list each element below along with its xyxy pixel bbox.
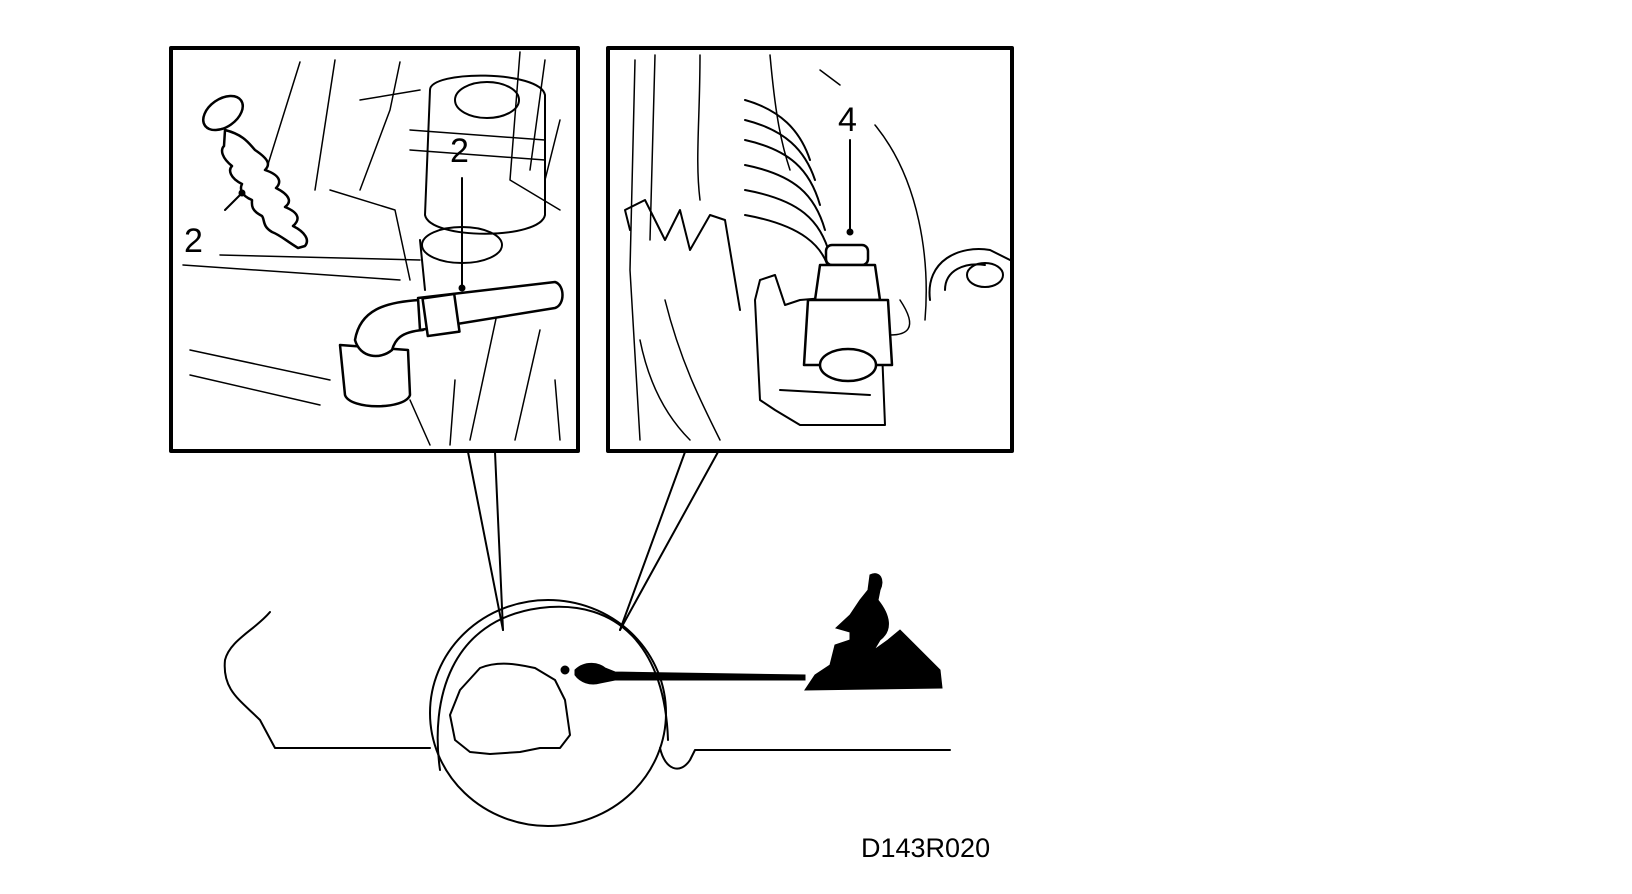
callout-2-plug: 2 <box>184 222 203 260</box>
wire-spring <box>624 199 741 311</box>
right-inset-frame <box>606 46 1014 453</box>
left-detail-inset: 2 2 <box>169 46 580 453</box>
figure-code: D143R020 <box>861 833 990 863</box>
right-inset-background-lines <box>629 54 927 441</box>
round-boss-part <box>928 248 1011 301</box>
left-inset-background-lines <box>182 51 561 446</box>
wheel-arch-inner <box>436 605 669 771</box>
joint-dot <box>560 665 570 675</box>
vehicle-front-outline <box>223 611 431 749</box>
boss-part <box>409 74 546 291</box>
hose-fitting-part <box>338 280 564 408</box>
callout-4: 4 <box>838 101 857 139</box>
callout-2-hose: 2 <box>450 132 469 170</box>
inset-pointers <box>467 451 719 631</box>
right-inset-leader <box>846 139 854 236</box>
rubber-plug-part <box>202 94 309 250</box>
vehicle-overview <box>223 573 951 827</box>
shifter-assembly <box>804 573 943 691</box>
vehicle-sill-line <box>659 747 951 770</box>
left-inset-leaders <box>224 177 466 292</box>
driveshaft <box>574 662 806 685</box>
sensor-switch-part <box>802 243 894 383</box>
transmission-outline <box>449 662 571 755</box>
left-inset-frame <box>169 46 580 453</box>
cv-boot-part <box>744 99 831 276</box>
right-detail-inset: 4 <box>606 46 1014 453</box>
